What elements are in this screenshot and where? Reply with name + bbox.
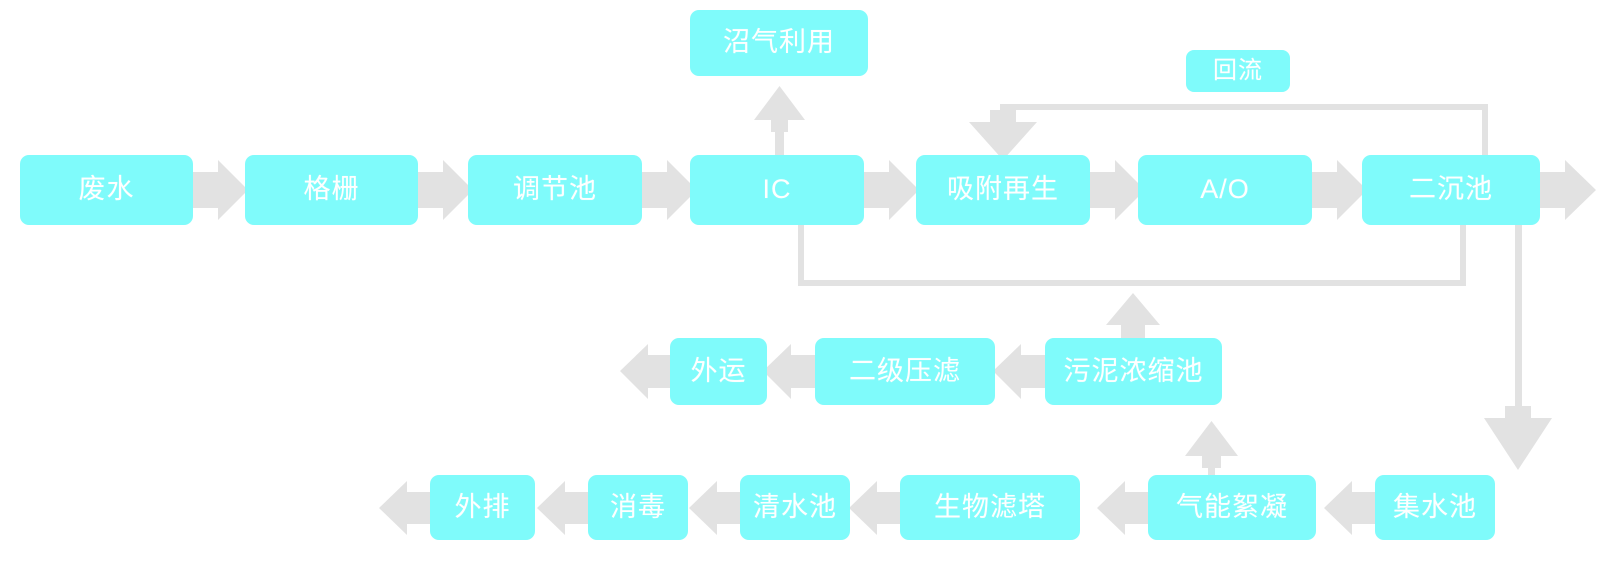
arrowhead-wunizhuo-to-return <box>1106 293 1160 338</box>
arrow-waiyun-to-offpage <box>620 344 670 399</box>
node-zhaoqiliyong[interactable]: 沼气利用 <box>690 10 868 76</box>
node-label: 调节池 <box>513 174 597 205</box>
arrow-ao-to-erchenchi <box>1312 160 1367 220</box>
stem-ic-to-zhaoqiliyong <box>775 110 784 158</box>
node-wunizhuo[interactable]: 污泥浓缩池 <box>1045 338 1222 405</box>
arrow-xifuzaisheng-to-ao <box>1090 160 1145 220</box>
node-label: 外运 <box>690 355 747 386</box>
node-ic[interactable]: IC <box>690 155 864 225</box>
node-label: 吸附再生 <box>947 174 1059 205</box>
node-label: 外排 <box>454 491 511 522</box>
node-label: 沼气利用 <box>723 27 835 58</box>
node-label: 清水池 <box>753 491 837 522</box>
node-label: 格栅 <box>303 174 360 205</box>
node-xifuzaisheng[interactable]: 吸附再生 <box>916 155 1090 225</box>
arrow-zhashan-to-tiaojiechi <box>418 160 473 220</box>
node-label: 二级压滤 <box>849 355 961 386</box>
node-huiliu[interactable]: 回流 <box>1186 50 1290 92</box>
arrowhead-ic-to-zhaoqiliyong <box>754 86 805 132</box>
node-label: 生物滤塔 <box>934 491 1046 522</box>
node-label: 消毒 <box>610 491 666 522</box>
arrow-shengwulv-to-qingshuichi <box>849 481 900 535</box>
node-zhashan[interactable]: 格栅 <box>245 155 418 225</box>
arrow-wunizhuo-to-erjiyalv <box>993 344 1045 399</box>
node-erjiyalv[interactable]: 二级压滤 <box>815 338 995 405</box>
arrow-jishuichi-to-qinengxu <box>1324 481 1375 535</box>
node-label: 废水 <box>78 174 135 205</box>
node-waipai[interactable]: 外排 <box>430 475 535 540</box>
arrow-xiaodu-to-waipai <box>537 481 588 535</box>
arrow-qinengxu-to-shengwulv <box>1097 481 1148 535</box>
node-shengwulv[interactable]: 生物滤塔 <box>900 475 1080 540</box>
arrow-tiaojiechi-to-ic <box>642 160 697 220</box>
arrowhead-erchenchi-to-jishuichi <box>1484 406 1552 470</box>
node-label: A/O <box>1200 174 1250 205</box>
arrowhead-qinengxu-to-wunizhuo <box>1185 421 1238 468</box>
node-label: IC <box>762 174 792 205</box>
arrow-qingshuichi-to-xiaodu <box>689 481 740 535</box>
node-feishui[interactable]: 废水 <box>20 155 193 225</box>
stem-erchenchi-to-jishuichi <box>1515 225 1522 420</box>
arrowhead-huiliu-into-xifuzaisheng <box>969 110 1037 160</box>
arrow-waipai-to-offpage <box>379 481 430 535</box>
arrow-erchenchi-to-offpage <box>1540 160 1596 220</box>
node-erchenchi[interactable]: 二沉池 <box>1362 155 1540 225</box>
node-label: 气能絮凝 <box>1176 491 1288 522</box>
node-xiaodu[interactable]: 消毒 <box>588 475 688 540</box>
node-label: 污泥浓缩池 <box>1063 355 1204 386</box>
arrow-feishui-to-zhashan <box>193 160 248 220</box>
node-ao[interactable]: A/O <box>1138 155 1312 225</box>
arrow-erjiyalv-to-waiyun <box>763 344 815 399</box>
node-tiaojiechi[interactable]: 调节池 <box>468 155 642 225</box>
node-label: 二沉池 <box>1409 174 1493 205</box>
line-sludge-return <box>798 222 1466 286</box>
node-label: 集水池 <box>1393 491 1477 522</box>
node-qinengxu[interactable]: 气能絮凝 <box>1148 475 1316 540</box>
node-jishuichi[interactable]: 集水池 <box>1375 475 1495 540</box>
arrow-ic-to-xifuzaisheng <box>864 160 919 220</box>
node-waiyun[interactable]: 外运 <box>670 338 767 405</box>
node-label: 回流 <box>1213 56 1263 84</box>
node-qingshuichi[interactable]: 清水池 <box>740 475 850 540</box>
